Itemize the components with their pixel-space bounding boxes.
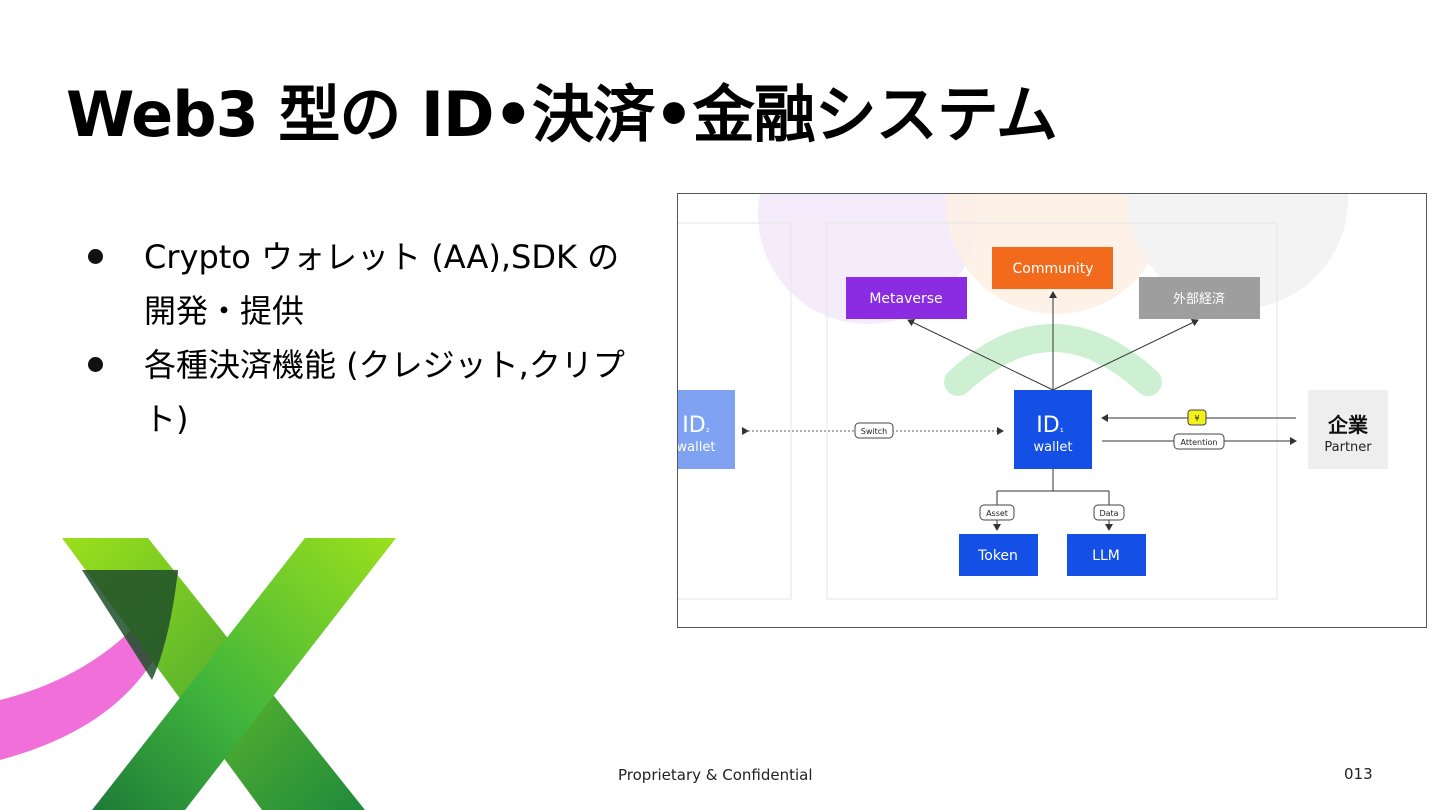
attention-label: Attention: [1181, 438, 1218, 447]
id2-title: ID₂: [682, 413, 709, 438]
external-economy-label: 外部経済: [1173, 291, 1225, 307]
llm-node: [1067, 534, 1146, 576]
community-label: Community: [1012, 261, 1093, 277]
yen-label: ¥: [1194, 414, 1199, 423]
external-economy-node: [1139, 277, 1260, 319]
metaverse-node: [846, 277, 967, 319]
main-frame: [826, 222, 1278, 600]
llm-label: LLM: [1092, 548, 1120, 564]
data-label: Data: [1099, 509, 1118, 518]
logo-dark-overlap: [82, 570, 178, 680]
id2-wallet-label: wallet: [678, 440, 715, 455]
data-edge-label: [1093, 504, 1125, 521]
bullet-list: Crypto ウォレット (AA),SDK の開発・提供 各種決済機能 (クレジ…: [84, 230, 644, 446]
asset-label: Asset: [986, 509, 1008, 518]
partner-title: 企業: [1327, 413, 1369, 437]
id2-frame: [678, 222, 792, 600]
partner-node: [1308, 390, 1388, 469]
asset-edge-label: [979, 504, 1015, 521]
slide-title: Web3 型の ID•決済•金融システム: [66, 78, 1058, 151]
id1-wallet-label: wallet: [1034, 440, 1073, 455]
x-logo-icon: [0, 538, 396, 810]
id1-title: ID₁: [1036, 413, 1063, 438]
page-number: 013: [1344, 765, 1373, 783]
logo-stroke-b: [92, 538, 396, 810]
bullet-item: 各種決済機能 (クレジット,クリプト): [84, 338, 644, 446]
id1-wallet-node: [1014, 390, 1092, 469]
token-node: [959, 534, 1038, 576]
token-label: Token: [977, 548, 1018, 564]
footer-confidential: Proprietary & Confidential: [618, 766, 813, 784]
logo-pink-arc: [0, 570, 178, 760]
partner-sub: Partner: [1324, 440, 1372, 455]
id2-wallet-node: [678, 390, 735, 469]
metaverse-label: Metaverse: [869, 291, 942, 307]
yen-badge: [1187, 409, 1207, 426]
attention-edge-label: [1173, 433, 1225, 450]
diagram-canvas: Community Metaverse 外部経済 Switch ID₂ wall…: [678, 194, 1388, 600]
system-diagram: Community Metaverse 外部経済 Switch ID₂ wall…: [677, 193, 1427, 628]
switch-label: Switch: [861, 427, 887, 436]
switch-edge-label: [854, 422, 894, 439]
community-node: [992, 247, 1113, 289]
bullet-item: Crypto ウォレット (AA),SDK の開発・提供: [84, 230, 644, 338]
